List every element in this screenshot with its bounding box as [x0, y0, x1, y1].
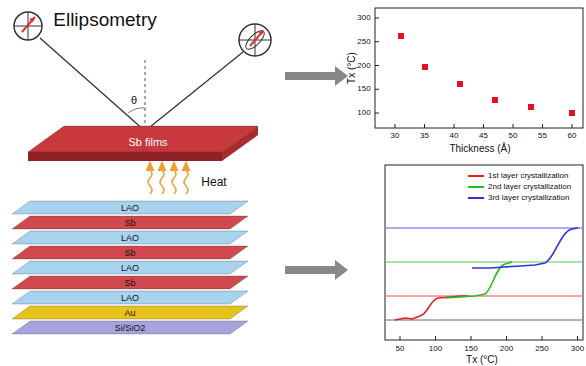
- layer-side: [28, 152, 222, 161]
- tick-label: 35: [420, 132, 429, 140]
- layer-label: Au: [124, 308, 135, 317]
- tick-label: 150: [357, 85, 370, 93]
- layer-face: [12, 261, 248, 274]
- layer-face: [12, 291, 248, 304]
- film-layer: Sb: [12, 216, 248, 229]
- tick-label: 40: [450, 132, 459, 140]
- layer-label: Sb: [124, 248, 135, 257]
- axis-title: Tx (°C): [466, 355, 498, 365]
- layer-label: LAO: [121, 233, 139, 242]
- tick-label: 100: [429, 345, 442, 353]
- axis-title: Thickness (Å): [449, 144, 510, 154]
- layer-label: Si/SiO2: [115, 323, 146, 332]
- tick-label: 55: [538, 132, 547, 140]
- film-layer: LAO: [12, 231, 248, 244]
- layer-label: Sb: [124, 218, 135, 227]
- tick-label: 50: [396, 345, 405, 353]
- legend-text: 2nd layer crystallization: [488, 183, 571, 191]
- film-layer: LAO: [12, 291, 248, 304]
- layer-face: [28, 126, 258, 152]
- incident-beam: [40, 38, 145, 131]
- tick-label: 250: [357, 38, 370, 46]
- layer-label: LAO: [121, 263, 139, 272]
- polarizer-icon: [14, 12, 42, 40]
- tick-label: 300: [357, 14, 370, 22]
- layer-face: [12, 201, 248, 214]
- film-layer: Sb: [12, 246, 248, 259]
- layer-face: [12, 306, 248, 319]
- tick-label: 50: [509, 132, 518, 140]
- legend-text: 1st layer crystallization: [488, 172, 568, 180]
- legend-line: [468, 197, 484, 199]
- layer-face: [12, 231, 248, 244]
- layer-label: LAO: [121, 293, 139, 302]
- legend-line: [468, 186, 484, 188]
- tick-label: 60: [568, 132, 577, 140]
- layer-face: [12, 321, 248, 334]
- tick-label: 30: [391, 132, 400, 140]
- layer-face: [12, 216, 248, 229]
- surface-normal: [145, 60, 146, 129]
- film-layer: LAO: [12, 261, 248, 274]
- legend-line: [468, 175, 484, 177]
- tick-label: 200: [357, 62, 370, 70]
- line-chart: [385, 165, 583, 340]
- legend-text: 3rd layer crystallization: [488, 194, 569, 202]
- tick-label: 45: [479, 132, 488, 140]
- reflected-beam: [145, 52, 243, 131]
- layer-face: [12, 246, 248, 259]
- sample-slab: Sb films: [28, 126, 258, 161]
- scatter-chart: [375, 8, 583, 128]
- tick-label: 150: [464, 345, 477, 353]
- layer-face: [12, 276, 248, 289]
- heat-label: Heat: [201, 176, 226, 188]
- film-layer: Au: [12, 306, 248, 319]
- angle-symbol: θ: [131, 95, 137, 106]
- title-label: Ellipsometry: [53, 10, 156, 29]
- angle-arc: [128, 108, 145, 113]
- layer-label: Sb: [124, 278, 135, 287]
- tick-label: 250: [535, 345, 548, 353]
- tick-label: 100: [357, 109, 370, 117]
- layer-label: LAO: [121, 203, 139, 212]
- film-layer: Si/SiO2: [12, 321, 248, 334]
- analyzer-icon: [239, 24, 271, 56]
- process-arrow: [285, 66, 348, 86]
- layer-side: [222, 126, 258, 161]
- process-arrow: [285, 260, 348, 280]
- heat-waves: [148, 165, 188, 194]
- axis-title: Tx (°C): [347, 52, 357, 84]
- tick-label: 300: [571, 345, 584, 353]
- layer-label: Sb films: [128, 137, 167, 148]
- film-layer: Sb: [12, 276, 248, 289]
- film-layer: LAO: [12, 201, 248, 214]
- tick-label: 200: [500, 345, 513, 353]
